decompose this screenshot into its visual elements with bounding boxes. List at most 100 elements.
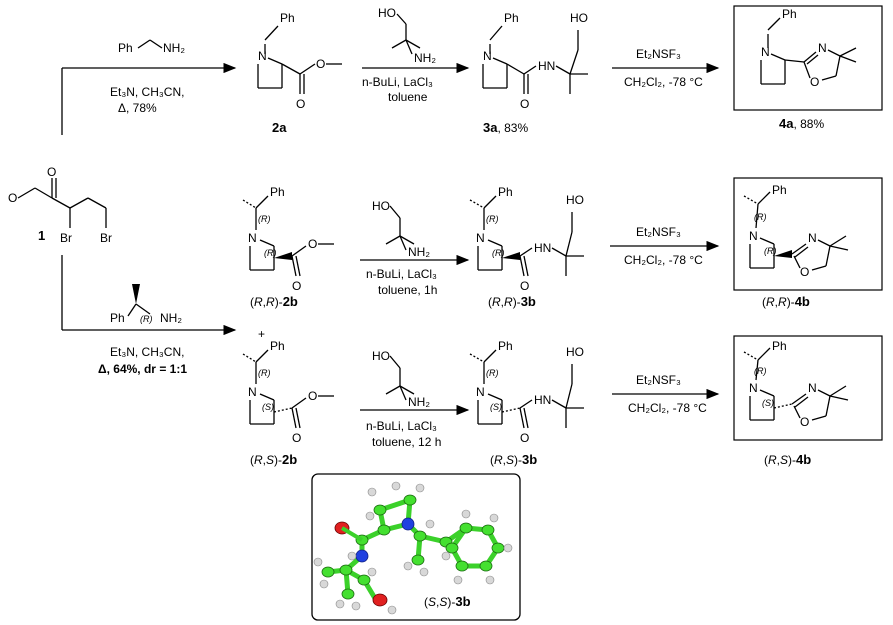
svg-text:N: N — [749, 381, 758, 395]
svg-text:Ph: Ph — [280, 11, 295, 25]
svg-text:Ph: Ph — [772, 339, 787, 353]
svg-text:Ph: Ph — [772, 183, 787, 197]
compound-2b-rs-label: (R,S)-2b — [250, 452, 297, 467]
step2-mid-solvent: toluene, 1h — [378, 283, 437, 297]
xray-structure-image — [313, 481, 513, 615]
compound-4a-structure: Ph N N O — [760, 7, 857, 89]
atom-o-carbonyl: O — [47, 165, 56, 179]
product-4b-rs-box — [733, 335, 883, 441]
svg-text:Ph: Ph — [270, 185, 285, 199]
svg-text:O: O — [316, 57, 325, 71]
svg-text:Ph: Ph — [270, 339, 285, 353]
compound-4b-rr-structure: Ph (R) N (R) N O — [743, 183, 849, 279]
svg-text:NH₂: NH₂ — [414, 51, 436, 65]
compound-4a-label: 4a, 88% — [779, 116, 824, 131]
svg-text:HO: HO — [566, 345, 584, 359]
svg-text:(R): (R) — [264, 248, 277, 258]
step2-top-reagent: n-BuLi, LaCl₃ — [362, 75, 433, 89]
step3-cond-bottom: CH₂Cl₂, -78 °C — [628, 401, 707, 415]
svg-text:HO: HO — [378, 6, 396, 20]
svg-text:N: N — [248, 231, 257, 245]
svg-text:N: N — [258, 49, 267, 63]
svg-text:N: N — [761, 45, 770, 59]
svg-text:(R): (R) — [486, 214, 499, 224]
svg-text:HN: HN — [534, 393, 551, 407]
svg-text:(R): (R) — [754, 212, 767, 222]
compound-1-structure: O O Br Br — [8, 165, 112, 245]
svg-text:Ph: Ph — [498, 185, 513, 199]
svg-text:HN: HN — [538, 59, 555, 73]
step3-reagent-top: Et₂NSF₃ — [636, 47, 681, 61]
product-4b-rr-box — [733, 177, 883, 291]
plus-sign: + — [258, 327, 265, 341]
reagent-nh2-top: NH₂ — [163, 41, 185, 55]
compound-3a-structure: Ph N O HN HO — [482, 11, 588, 111]
compound-2a-structure: Ph N O O — [257, 11, 342, 111]
svg-text:O: O — [800, 265, 809, 279]
svg-text:(S): (S) — [762, 398, 774, 408]
compound-2b-rs-structure: Ph (R) N (S) O O — [242, 339, 334, 445]
svg-text:Ph: Ph — [498, 339, 513, 353]
svg-text:N: N — [476, 231, 485, 245]
svg-text:N: N — [818, 41, 827, 55]
aminoalcohol-reagent-mid: HO NH₂ — [372, 199, 430, 259]
top-conditions-line1: Et₃N, CH₃CN, — [110, 85, 184, 99]
svg-text:(S): (S) — [490, 402, 502, 412]
svg-text:N: N — [483, 49, 492, 63]
svg-text:O: O — [292, 431, 301, 445]
svg-text:O: O — [520, 431, 529, 445]
svg-text:(R): (R) — [764, 246, 777, 256]
compound-4b-rs-label: (R,S)-4b — [764, 452, 811, 467]
svg-text:HO: HO — [372, 349, 390, 363]
compound-3b-rr-structure: Ph (R) N (R) O HN HO — [469, 185, 584, 293]
reagent-ph-bottom: Ph — [110, 311, 125, 325]
compound-2b-rr-label: (R,R)-2b — [250, 294, 298, 309]
svg-text:N: N — [476, 385, 485, 399]
compound-3b-rr-label: (R,R)-3b — [488, 294, 536, 309]
xray-label: (S,S)-3b — [424, 594, 471, 609]
svg-text:HN: HN — [534, 241, 551, 255]
aminoalcohol-reagent-top: HO NH₂ — [378, 6, 436, 65]
svg-text:NH₂: NH₂ — [408, 245, 430, 259]
aminoalcohol-reagent-bottom: HO NH₂ — [372, 349, 430, 409]
svg-text:(R): (R) — [492, 248, 505, 258]
reagent-nh2-bottom: NH₂ — [160, 311, 182, 325]
reagent-ph-top: Ph — [118, 41, 133, 55]
compound-2b-rr-structure: Ph (R) N (R) O O — [242, 185, 334, 293]
compound-4b-rs-structure: Ph (R) N (S) N O — [743, 339, 849, 429]
svg-text:HO: HO — [570, 11, 588, 25]
xray-panel — [311, 473, 521, 621]
step2-mid-reagent: n-BuLi, LaCl₃ — [366, 267, 437, 281]
svg-text:HO: HO — [566, 193, 584, 207]
svg-text:N: N — [248, 385, 257, 399]
svg-text:(R): (R) — [258, 368, 271, 378]
reagent-stereo-r: (R) — [140, 314, 153, 324]
bottom-conditions-line1: Et₃N, CH₃CN, — [110, 345, 184, 359]
svg-text:N: N — [808, 231, 817, 245]
svg-text:(R): (R) — [486, 368, 499, 378]
svg-text:O: O — [296, 97, 305, 111]
product-4a-box — [733, 5, 883, 111]
step2-bottom-reagent: n-BuLi, LaCl₃ — [366, 419, 437, 433]
svg-text:HO: HO — [372, 199, 390, 213]
svg-text:N: N — [808, 381, 817, 395]
compound-2a-label: 2a — [272, 120, 287, 135]
compound-4b-rr-label: (R,R)-4b — [762, 294, 810, 309]
chiral-amine-reagent: Ph (R) NH₂ — [110, 284, 182, 325]
svg-text:Ph: Ph — [782, 7, 797, 21]
step2-bottom-solvent: toluene, 12 h — [372, 435, 441, 449]
benzylamine-reagent: Ph NH₂ — [118, 39, 185, 55]
svg-text:O: O — [520, 97, 529, 111]
compound-3a-label: 3a, 83% — [483, 120, 528, 135]
atom-br-2: Br — [100, 231, 112, 245]
top-conditions-line2: Δ, 78% — [118, 101, 157, 115]
svg-text:O: O — [308, 237, 317, 251]
step3-reagent-mid: Et₂NSF₃ — [636, 225, 681, 239]
atom-o-ester: O — [8, 191, 17, 205]
compound-1-label: 1 — [38, 228, 45, 243]
svg-text:O: O — [292, 279, 301, 293]
svg-text:(R): (R) — [754, 366, 767, 376]
svg-text:NH₂: NH₂ — [408, 395, 430, 409]
bottom-conditions-line2: Δ, 64%, dr = 1:1 — [98, 362, 187, 376]
